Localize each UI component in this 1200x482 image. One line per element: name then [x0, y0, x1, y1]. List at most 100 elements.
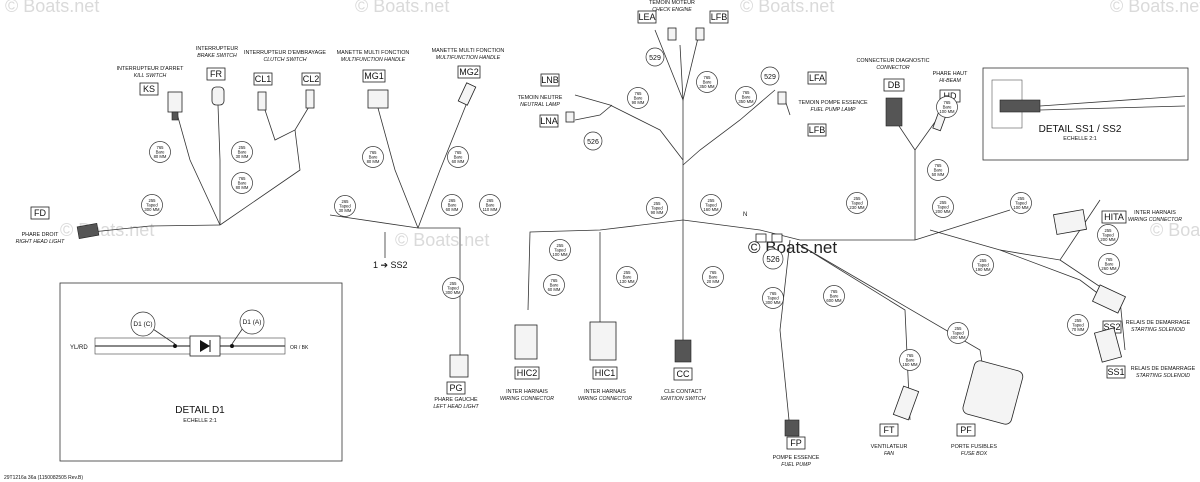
svg-text:INTER HARNAIS: INTER HARNAIS [1134, 210, 1176, 216]
callout-text: 255 [557, 243, 565, 248]
svg-text:HIC2: HIC2 [517, 368, 538, 378]
callout-text: Bare [238, 150, 248, 155]
svg-text:TEMOIN MOTEUR: TEMOIN MOTEUR [649, 0, 695, 6]
callout-text: 350 MM [738, 99, 754, 104]
callout-text: Bare [156, 150, 166, 155]
svg-text:RIGHT HEAD LIGHT: RIGHT HEAD LIGHT [16, 239, 66, 245]
ss2-reference: 1 ➔ SS2 [373, 260, 408, 270]
callout-529 [645, 47, 665, 67]
callout-text: Bare [830, 294, 840, 299]
callout-526-label: 526 [766, 255, 780, 264]
callout-text: 255 [940, 200, 948, 205]
connector-mg2: MANETTE MULTI FONCTION MULTIFUNCTION HAN… [432, 48, 505, 106]
detail-d1-title: DETAIL D1 [175, 405, 225, 416]
connector-ks: INTERRUPTEUR D'ARRET KILL SWITCH KS [117, 66, 185, 121]
callout-text: 255 [654, 201, 662, 206]
svg-text:MULTIFUNCTION HANDLE: MULTIFUNCTION HANDLE [436, 55, 501, 61]
callout-circle [231, 172, 253, 194]
svg-text:LNA: LNA [540, 116, 558, 126]
callout-text: Bare [623, 275, 633, 280]
d1a-label: D1 (A) [243, 319, 262, 326]
svg-text:TEMOIN POMPE ESSENCE: TEMOIN POMPE ESSENCE [798, 100, 868, 106]
wire-right-label: OR / BK [290, 345, 309, 351]
callout-circle [231, 141, 253, 163]
callout-text: 765 [157, 145, 165, 150]
callout-text: 90 MM [651, 210, 664, 215]
svg-text:INTER HARNAIS: INTER HARNAIS [506, 389, 548, 395]
svg-text:CLE CONTACT: CLE CONTACT [664, 389, 702, 395]
callout-text: 255 [239, 145, 247, 150]
callout-text: 100 MM [1013, 205, 1029, 210]
callout-text: 765 [944, 100, 952, 105]
callout-text: 200 MM [1100, 237, 1116, 242]
d1c-callout [130, 311, 156, 337]
callout-text: 100 MM [552, 252, 568, 257]
svg-text:CONNECTEUR DIAGNOSTIC: CONNECTEUR DIAGNOSTIC [856, 58, 929, 64]
callout-text: Bare [238, 181, 248, 186]
callout-text: 50 MM [932, 172, 945, 177]
svg-text:INTERRUPTEUR D'EMBRAYAGE: INTERRUPTEUR D'EMBRAYAGE [244, 50, 326, 56]
callout-text: 255 [980, 258, 988, 263]
svg-text:CL1: CL1 [255, 74, 272, 84]
callout-text: Bare [634, 96, 644, 101]
svg-text:MANETTE MULTI FONCTION: MANETTE MULTI FONCTION [432, 48, 505, 54]
watermark: © Boats.net [60, 220, 154, 240]
callout-text: Bare [906, 358, 916, 363]
callout-circle [442, 277, 464, 299]
svg-text:FT: FT [884, 425, 895, 435]
callout-text: 80 MM [154, 154, 167, 159]
svg-text:CHECK ENGINE: CHECK ENGINE [652, 7, 692, 13]
connector-fuel-pump-lamp: LFA TEMOIN POMPE ESSENCE FUEL PUMP LAMP … [777, 71, 868, 137]
callout-text: Bare [550, 283, 560, 288]
callout-text: 30 MM [339, 208, 352, 213]
callout-circle [936, 96, 958, 118]
connector-left-headlight: PG PHARE GAUCHE LEFT HEAD LIGHT [433, 354, 479, 410]
svg-text:CL2: CL2 [303, 74, 320, 84]
harness-wires [91, 29, 1126, 431]
callout-text: Taped [1072, 323, 1084, 328]
svg-text:CC: CC [677, 369, 690, 379]
callout-text: 255 [854, 196, 862, 201]
svg-text:BRAKE SWITCH: BRAKE SWITCH [197, 53, 237, 59]
d1c-label: D1 (C) [133, 321, 152, 328]
svg-text:LFA: LFA [809, 73, 825, 83]
callout-526 [762, 248, 784, 270]
svg-text:INTERRUPTEUR D'ARRET: INTERRUPTEUR D'ARRET [117, 66, 185, 72]
callout-circle [543, 274, 565, 296]
callout-circle [735, 86, 757, 108]
callout-text: 230 MM [849, 205, 865, 210]
callout-text: 600 MM [826, 298, 842, 303]
svg-text:PHARE DROIT: PHARE DROIT [22, 232, 60, 238]
watermark: © Boats.net [740, 0, 834, 16]
callout-circle [149, 141, 171, 163]
svg-text:LNB: LNB [541, 75, 559, 85]
callout-text: 765 [907, 353, 915, 358]
callout-text: 265 [342, 199, 350, 204]
callout-text: 60 MM [446, 207, 459, 212]
svg-text:WIRING CONNECTOR: WIRING CONNECTOR [1128, 217, 1182, 223]
connector-hic1: HIC1 INTER HARNAIS WIRING CONNECTOR [578, 321, 632, 402]
svg-text:STARTING SOLENOID: STARTING SOLENOID [1136, 373, 1190, 379]
connector-fuel-pump: FP POMPE ESSENCE FUEL PUMP [773, 419, 820, 468]
callout-text: 60 MM [452, 159, 465, 164]
svg-text:PORTE FUSIBLES: PORTE FUSIBLES [951, 444, 997, 450]
callout-text: Taped [767, 296, 779, 301]
callout-text: Bare [454, 155, 464, 160]
callout-529 [760, 66, 780, 86]
connector-hita: HITA INTER HARNAIS WIRING CONNECTOR [1053, 209, 1182, 235]
svg-text:FUSE BOX: FUSE BOX [961, 451, 988, 457]
connector-hi-beam: PHARE HAUT HI-BEAM HD [932, 71, 968, 132]
